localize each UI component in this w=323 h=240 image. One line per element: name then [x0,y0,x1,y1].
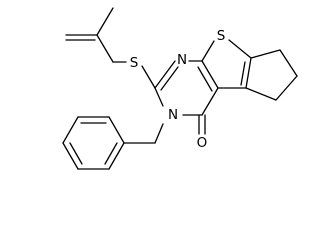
bond-layer [62,7,298,170]
bond-cp-3 [275,75,298,101]
atom-label-o-carbonyl: O [197,135,208,151]
bond-allyl-ch2 [96,34,114,63]
molecule-structure-diagram: S N S N O [62,7,298,170]
bond-c8a-c4a [201,60,219,89]
bond-methyl-c [96,7,114,36]
bond-ph-6 [108,142,125,170]
bond-c2-n1 [154,60,176,89]
atom-label-n-top: N [177,52,187,68]
bond-c4a-c4 [201,87,219,116]
bond-cp-4 [245,87,277,101]
bond-ph-1 [108,116,125,144]
bond-ph-4 [62,142,79,170]
bond-s-thiophene-c [228,39,252,59]
bond-ph-inner-2 [69,142,83,165]
bond-c2-n1-double [160,66,179,91]
bond-c8a-c4a-double [197,66,213,92]
bond-cp-1 [250,49,281,59]
atom-label-s-thioether: S [130,55,139,71]
bond-s-c2 [141,65,156,89]
bond-thiophene-fusion-double [240,61,246,86]
atom-label-layer: S N S N O [130,28,226,151]
atom-label-s-thiophene: S [217,28,226,44]
bond-n3-ch2 [154,123,164,144]
bond-ph-3 [62,116,79,144]
bond-cp-2 [279,49,298,77]
bond-c8a-s-thiophene [201,40,215,62]
atom-label-n-bottom: N [168,107,178,123]
bond-n3-c2 [154,87,164,107]
bond-ph-inner-3 [104,142,118,165]
bond-thiophene-fusion [245,57,252,89]
